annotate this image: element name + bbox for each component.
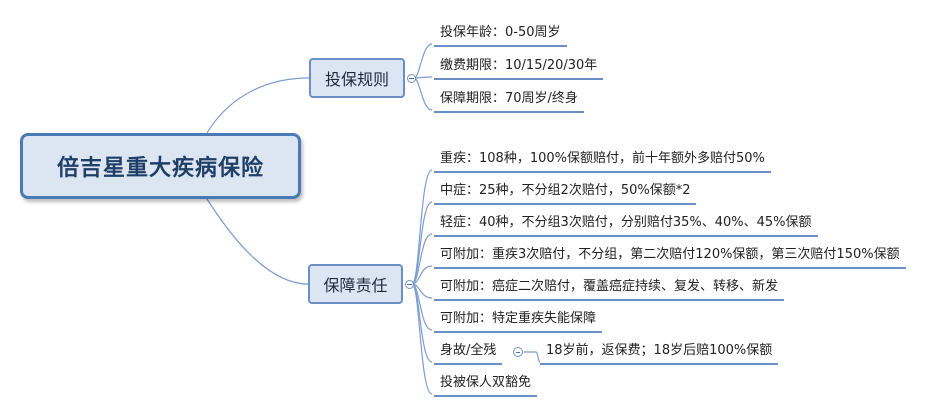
rules-item-payment[interactable]: 缴费期限：10/15/20/30年 [434,58,604,80]
connector-root-to-duty [206,198,309,285]
root-title: 倍吉星重大疾病保险 [56,156,264,181]
connector-duty-item-8 [411,283,433,395]
duty-item-waiver-text: 投被保人双豁免 [440,375,532,390]
duty-item-addon-critical-3x[interactable]: 可附加：重疾3次赔付，不分组，第二次赔付120%保额，第三次赔付150%保额 [434,247,906,269]
branch-label-duty: 保障责任 [323,276,388,295]
duty-death-sub-item-text: 18岁前，返保费；18岁后赔100%保额 [546,343,773,358]
duty-item-mild[interactable]: 轻症：40种，不分组3次赔付，分别赔付35%、40%、45%保额 [434,215,818,237]
connector-rules-item-1 [413,43,433,79]
duty-item-moderate[interactable]: 中症：25种，不分组2次赔付，50%保额*2 [434,183,697,205]
duty-item-critical-text: 重疾：108种，100%保额赔付，前十年额外多赔付50% [440,151,765,166]
branch-label-rules: 投保规则 [324,70,389,89]
rules-item-coverage[interactable]: 保障期限：70周岁/终身 [434,91,584,113]
root-node[interactable]: 倍吉星重大疾病保险 [20,133,301,199]
duty-item-addon-cancer[interactable]: 可附加：癌症二次赔付，覆盖癌症持续、复发、转移、新发 [434,279,785,301]
rules-item-age-text: 投保年龄：0-50周岁 [440,25,561,40]
branch-node-duty[interactable]: 保障责任 [308,264,403,304]
duty-item-critical[interactable]: 重疾：108种，100%保额赔付，前十年额外多赔付50% [434,151,771,173]
duty-item-addon-critical-3x-text: 可附加：重疾3次赔付，不分组，第二次赔付120%保额，第三次赔付150%保额 [440,247,900,262]
collapse-rules-icon[interactable] [407,74,416,83]
connector-duty-item-3 [411,233,433,285]
duty-item-death[interactable]: 身故/全残 [434,343,503,365]
collapse-death-icon[interactable] [513,347,523,357]
duty-item-addon-disability-text: 可附加：特定重疾失能保障 [440,311,597,326]
duty-item-waiver[interactable]: 投被保人双豁免 [434,375,538,397]
connector-root-to-rules [206,77,310,134]
duty-death-sub-item[interactable]: 18岁前，返保费；18岁后赔100%保额 [540,343,779,365]
branch-node-rules[interactable]: 投保规则 [309,58,405,98]
rules-item-age[interactable]: 投保年龄：0-50周岁 [434,25,567,47]
connector-rules-item-2 [413,76,433,79]
rules-item-payment-text: 缴费期限：10/15/20/30年 [440,58,598,73]
connector-rules-item-3 [413,77,433,111]
connector-death-sub [524,351,541,363]
duty-item-addon-cancer-text: 可附加：癌症二次赔付，覆盖癌症持续、复发、转移、新发 [440,279,779,294]
collapse-duty-icon[interactable] [405,280,414,289]
duty-item-addon-disability[interactable]: 可附加：特定重疾失能保障 [434,311,603,333]
duty-item-death-text: 身故/全残 [440,343,497,358]
duty-item-mild-text: 轻症：40种，不分组3次赔付，分别赔付35%、40%、45%保额 [440,215,812,230]
rules-item-coverage-text: 保障期限：70周岁/终身 [440,91,578,106]
duty-item-moderate-text: 中症：25种，不分组2次赔付，50%保额*2 [440,183,691,198]
